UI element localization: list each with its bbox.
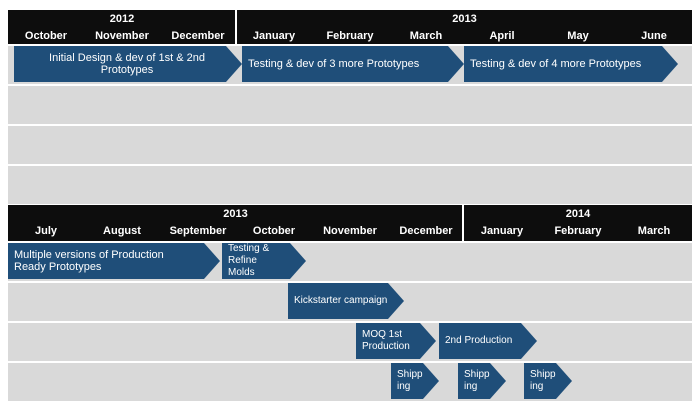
timeline-header: 2012 2013 October November December Janu… — [8, 10, 692, 44]
month-label: September — [169, 225, 227, 237]
year-divider — [462, 205, 464, 241]
month-label: November — [95, 30, 149, 42]
task-arrow: MOQ 1st Production — [356, 323, 436, 359]
month-label: January — [480, 225, 524, 237]
month-label: November — [323, 225, 377, 237]
month-label: December — [399, 225, 453, 237]
month-label: October — [24, 30, 68, 42]
lane — [8, 363, 692, 401]
timeline-2013-2014: 2013 2014 July August September October … — [8, 205, 692, 403]
month-label: February — [554, 225, 602, 237]
task-arrow: 2nd Production — [439, 323, 537, 359]
task-arrow: Testing & dev of 3 more Prototypes — [242, 46, 464, 82]
month-label: June — [641, 30, 667, 42]
lane — [8, 323, 692, 361]
month-label: April — [489, 30, 515, 42]
year-label: 2013 — [452, 13, 477, 25]
month-label: October — [252, 225, 296, 237]
timeline-header: 2013 2014 July August September October … — [8, 205, 692, 241]
month-label: May — [567, 30, 589, 42]
year-label: 2012 — [109, 13, 135, 25]
task-arrow: Multiple versions of Production Ready Pr… — [8, 243, 220, 279]
month-label: February — [326, 30, 374, 42]
year-divider — [235, 10, 237, 44]
timeline-2012-2013: 2012 2013 October November December Janu… — [8, 10, 692, 204]
month-label: August — [103, 225, 141, 237]
task-arrow: Testing & dev of 4 more Prototypes — [464, 46, 678, 82]
month-label: December — [171, 30, 225, 42]
year-label: 2013 — [223, 208, 248, 220]
task-arrow: Kickstarter campaign — [288, 283, 404, 319]
month-label: July — [34, 225, 57, 237]
lane — [8, 166, 692, 204]
lane — [8, 126, 692, 164]
month-label: January — [252, 30, 296, 42]
month-label: March — [637, 225, 671, 237]
task-arrow: Initial Design & dev of 1st & 2nd Protot… — [14, 46, 242, 82]
lane — [8, 86, 692, 124]
task-arrow: Testing & Refine Molds — [222, 243, 306, 279]
year-label: 2014 — [565, 208, 591, 220]
month-label: March — [409, 30, 443, 42]
